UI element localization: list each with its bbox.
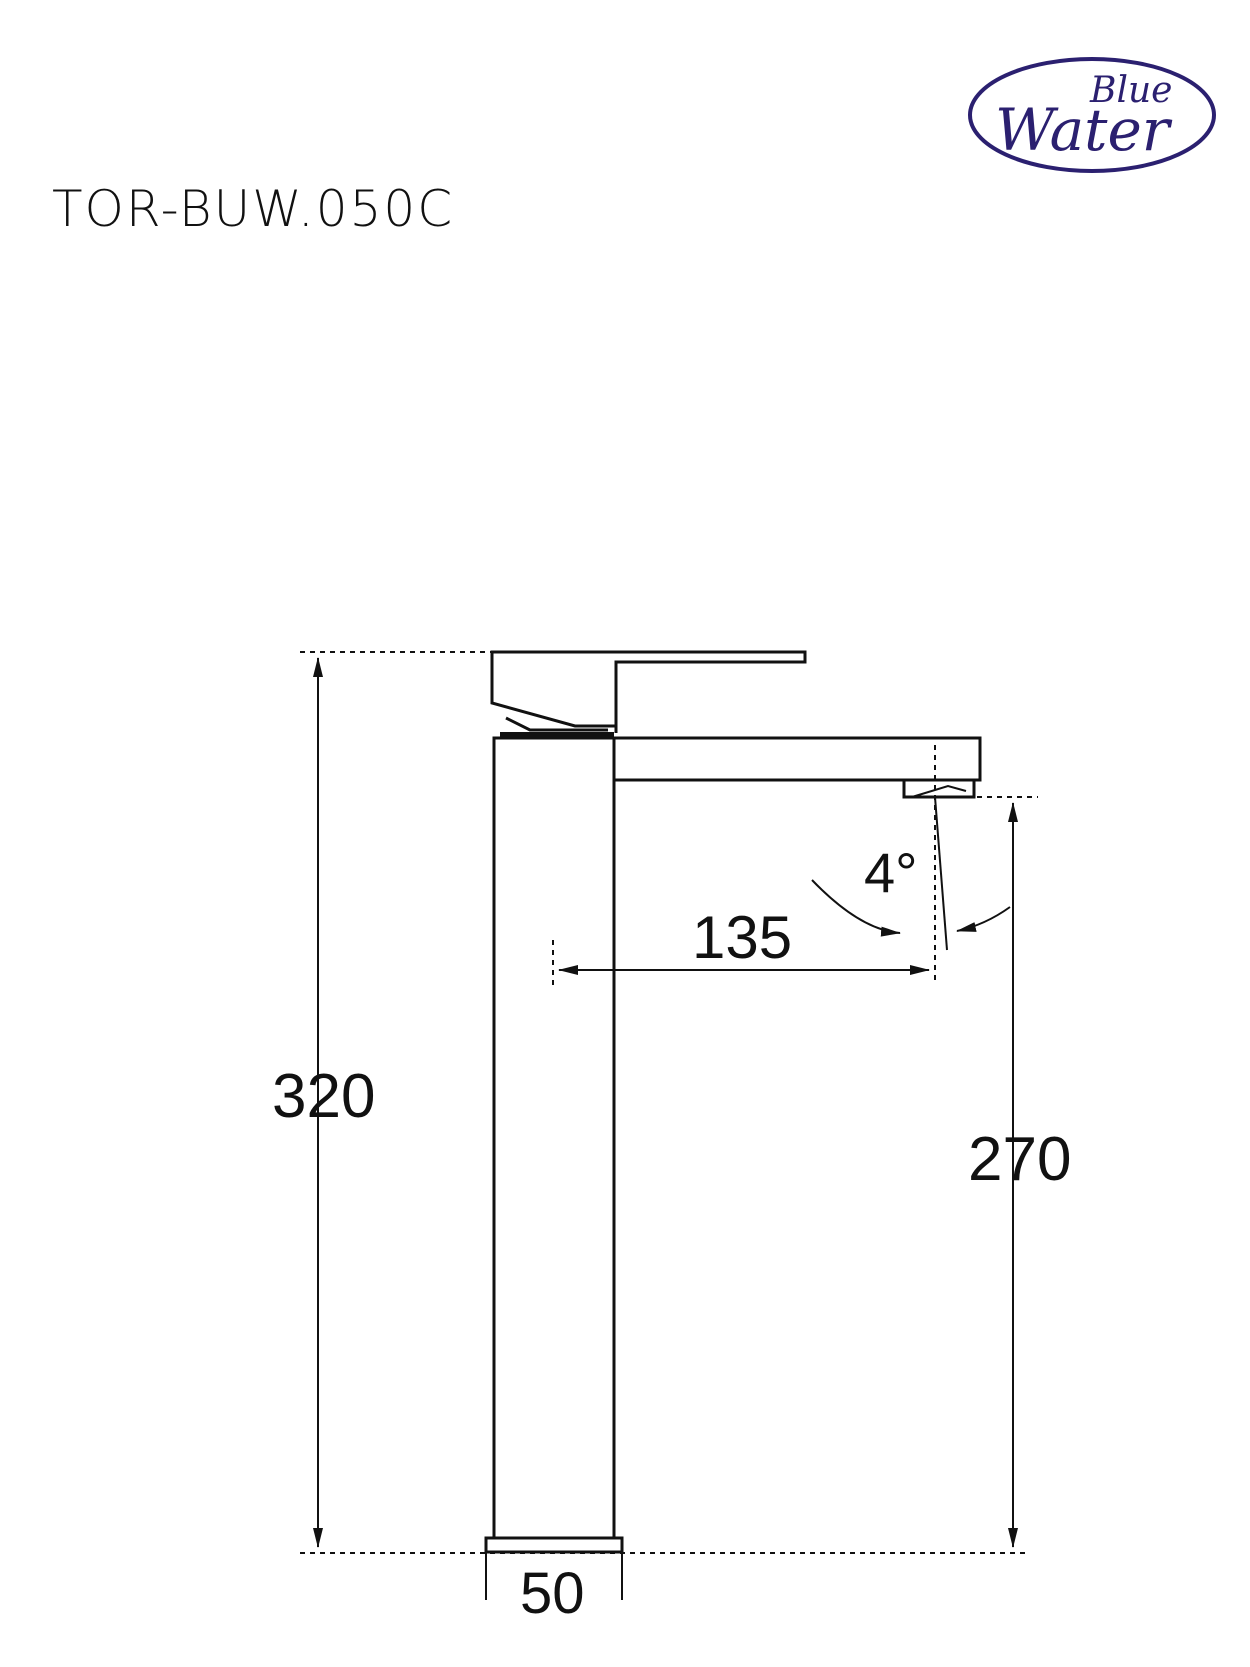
dim-total-height-label: 320 [272, 1062, 375, 1131]
faucet-outline [484, 650, 982, 1554]
dim-spout-reach-label: 135 [692, 904, 792, 971]
handle [490, 650, 807, 728]
dim-spout-height-label: 270 [968, 1125, 1071, 1194]
model-code: TOR-BUW.050C [52, 180, 455, 238]
angle-indicator [811, 796, 1011, 951]
dim-base-width-label: 50 [520, 1561, 585, 1626]
base-plate [484, 1536, 624, 1554]
spout [614, 736, 982, 782]
logo-word-water: Water [995, 96, 1173, 164]
reference-lines [300, 651, 1038, 1554]
brand-logo: Blue Water [968, 57, 1216, 173]
dim-base-width-extensions [485, 1553, 623, 1600]
body-column [492, 736, 616, 1540]
logo-word-blue: Blue [1089, 70, 1172, 111]
dim-angle-label: 4° [864, 841, 918, 904]
